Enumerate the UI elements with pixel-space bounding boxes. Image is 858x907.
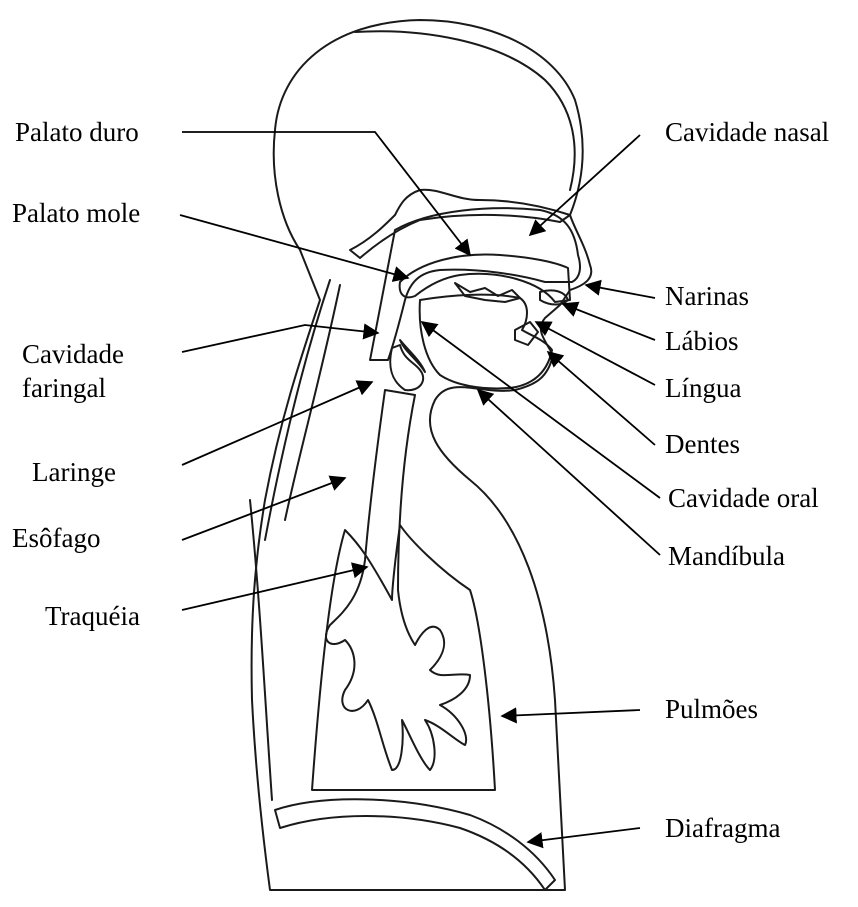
label-palato-duro: Palato duro bbox=[15, 116, 139, 148]
label-laringe: Laringe bbox=[32, 456, 116, 488]
leader-lingua bbox=[536, 322, 655, 385]
label-pulmoes: Pulmões bbox=[665, 693, 758, 725]
label-cavidade-nasal: Cavidade nasal bbox=[665, 116, 829, 148]
label-labios: Lábios bbox=[665, 325, 739, 357]
spine-contour-line bbox=[250, 500, 272, 800]
skull-outline bbox=[355, 31, 575, 190]
label-dentes: Dentes bbox=[665, 428, 740, 460]
neck-contour-line bbox=[265, 280, 330, 540]
label-narinas: Narinas bbox=[665, 280, 749, 312]
leader-palato-duro bbox=[182, 132, 470, 255]
label-palato-mole: Palato mole bbox=[12, 197, 140, 229]
lungs-shape bbox=[312, 525, 495, 790]
label-cavidade-faringal: Cavidade faringal bbox=[22, 338, 182, 406]
epiglottis-shape bbox=[400, 340, 425, 372]
nasal-bone-shape bbox=[350, 190, 570, 258]
leader-dentes bbox=[548, 352, 655, 445]
leader-traqueia bbox=[182, 567, 367, 610]
label-cavidade-oral: Cavidade oral bbox=[668, 482, 819, 514]
diaphragm-shape bbox=[275, 799, 555, 890]
leader-mandibula bbox=[478, 390, 660, 555]
label-mandibula: Mandíbula bbox=[668, 540, 785, 572]
leader-diafragma bbox=[528, 828, 640, 842]
leader-pulmoes bbox=[502, 710, 640, 716]
leader-cavidade-faringal bbox=[182, 325, 378, 352]
label-diafragma: Diafragma bbox=[665, 812, 780, 844]
oral-cavity-shape bbox=[420, 295, 552, 389]
label-lingua: Língua bbox=[665, 372, 741, 404]
upper-teeth bbox=[455, 283, 520, 302]
leader-laringe bbox=[182, 382, 372, 465]
label-traqueia: Traquéia bbox=[45, 600, 140, 632]
nasal-pharyngeal-cavity bbox=[370, 208, 580, 360]
leader-cavidade-nasal bbox=[530, 135, 640, 235]
leader-cavidade-oral bbox=[422, 322, 660, 498]
leader-esofago bbox=[182, 478, 345, 540]
leader-narinas bbox=[586, 285, 655, 298]
trachea-shape bbox=[326, 390, 470, 770]
label-esofago: Esôfago bbox=[12, 522, 100, 554]
leader-labios bbox=[563, 304, 655, 340]
